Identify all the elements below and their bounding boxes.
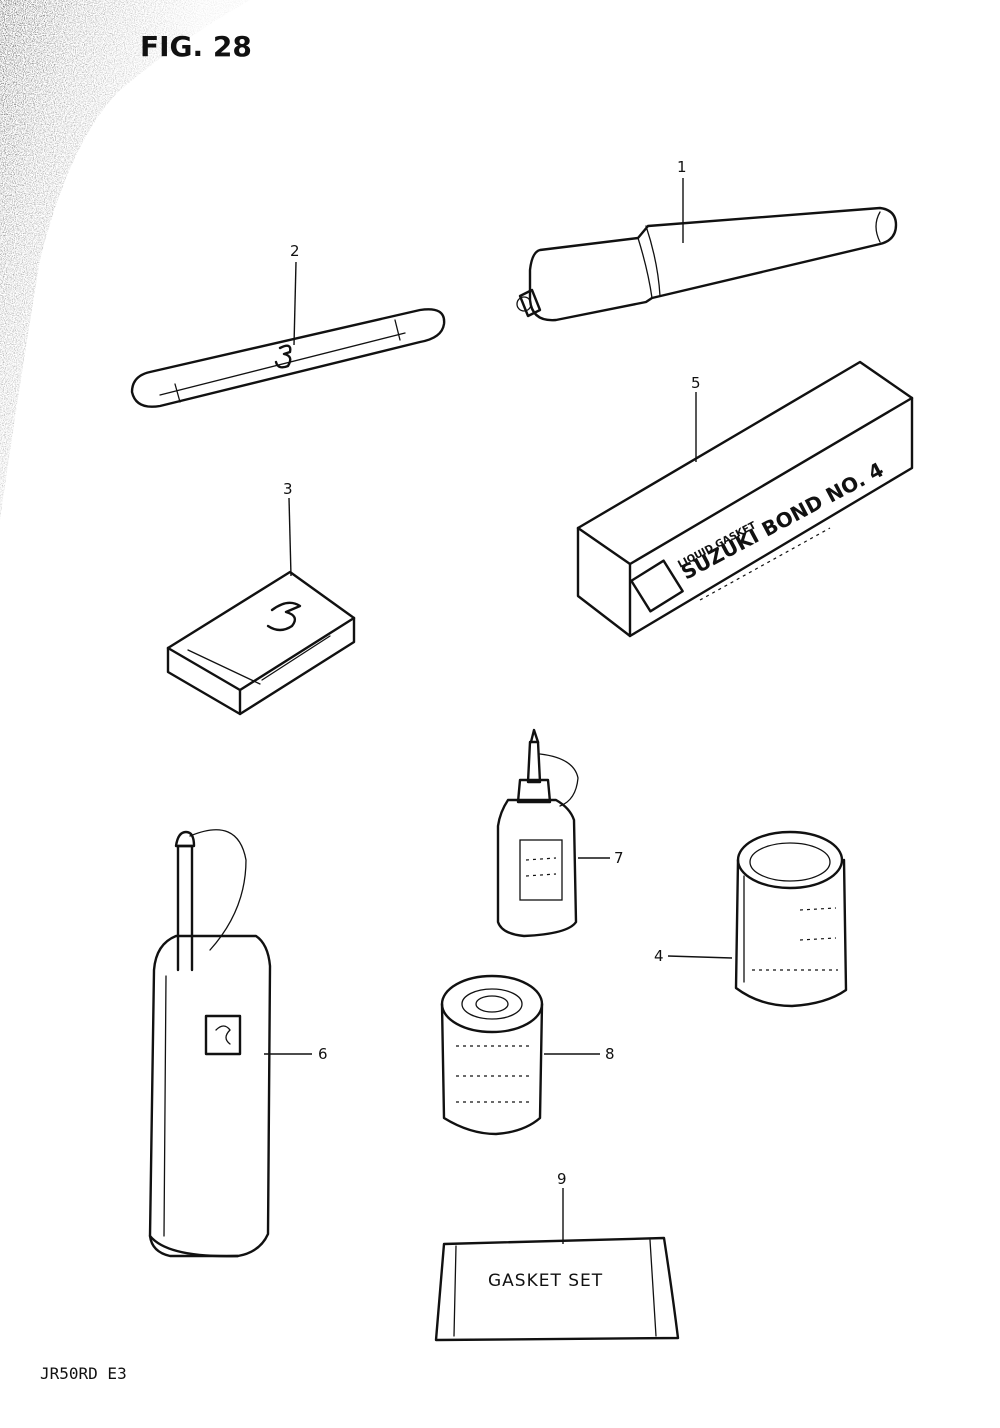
part-4-grease-can xyxy=(734,830,848,1008)
gasket-set-label: GASKET SET xyxy=(488,1271,603,1291)
leader-line-2 xyxy=(293,261,297,346)
part-9-gasket-set: GASKET SET xyxy=(434,1236,680,1342)
part-1-grease-tube xyxy=(516,206,898,322)
part-3-tool-case xyxy=(166,570,356,716)
part-8-grease-tin xyxy=(440,974,544,1136)
leader-line-3 xyxy=(288,497,292,577)
callout-7: 7 xyxy=(614,849,624,867)
bond-box-title: SUZUKI BOND NO. 4 xyxy=(677,457,887,584)
part-6-oil-can xyxy=(148,829,272,1258)
callout-6: 6 xyxy=(318,1045,328,1063)
scan-noise xyxy=(0,0,250,520)
callout-5: 5 xyxy=(691,374,701,392)
figure-label: FIG. 28 xyxy=(140,30,252,63)
part-5-bond-box: LIQUID GASKET SUZUKI BOND NO. 4 xyxy=(576,360,914,638)
callout-9: 9 xyxy=(557,1170,567,1188)
part-7-oil-bottle xyxy=(496,728,579,938)
part-2-tire-lever xyxy=(130,308,446,408)
leader-line-4 xyxy=(667,955,733,959)
callout-2: 2 xyxy=(290,242,300,260)
callout-3: 3 xyxy=(283,480,293,498)
callout-8: 8 xyxy=(605,1045,615,1063)
model-code: JR50RD E3 xyxy=(40,1364,127,1383)
callout-1: 1 xyxy=(677,158,687,176)
callout-4: 4 xyxy=(654,947,664,965)
